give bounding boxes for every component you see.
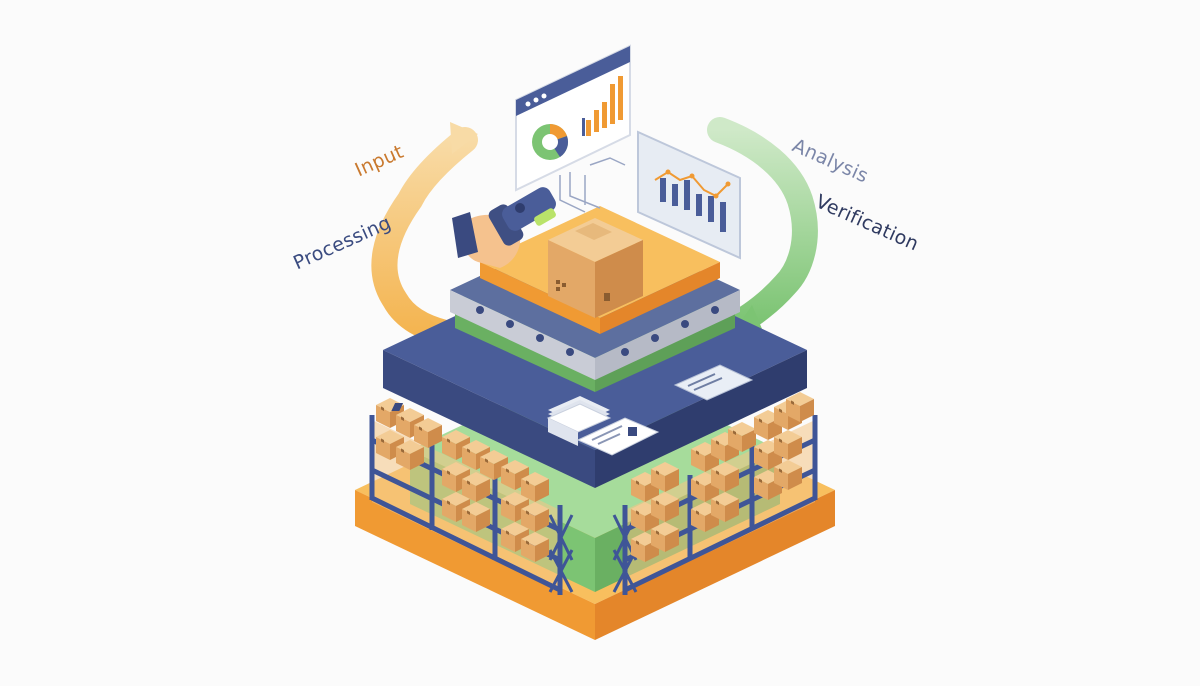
package-box-icon xyxy=(548,218,643,318)
shipping-label xyxy=(673,364,754,401)
document-stack xyxy=(391,396,612,446)
document-sheet xyxy=(576,417,660,456)
shelf-rack-left xyxy=(369,398,574,595)
graph-panel-icon xyxy=(637,130,741,260)
shelf-rack-right xyxy=(612,392,818,595)
barcode-scanner-icon xyxy=(452,187,556,268)
data-connectors xyxy=(559,157,626,213)
dashboard-chart-icon xyxy=(515,44,631,192)
